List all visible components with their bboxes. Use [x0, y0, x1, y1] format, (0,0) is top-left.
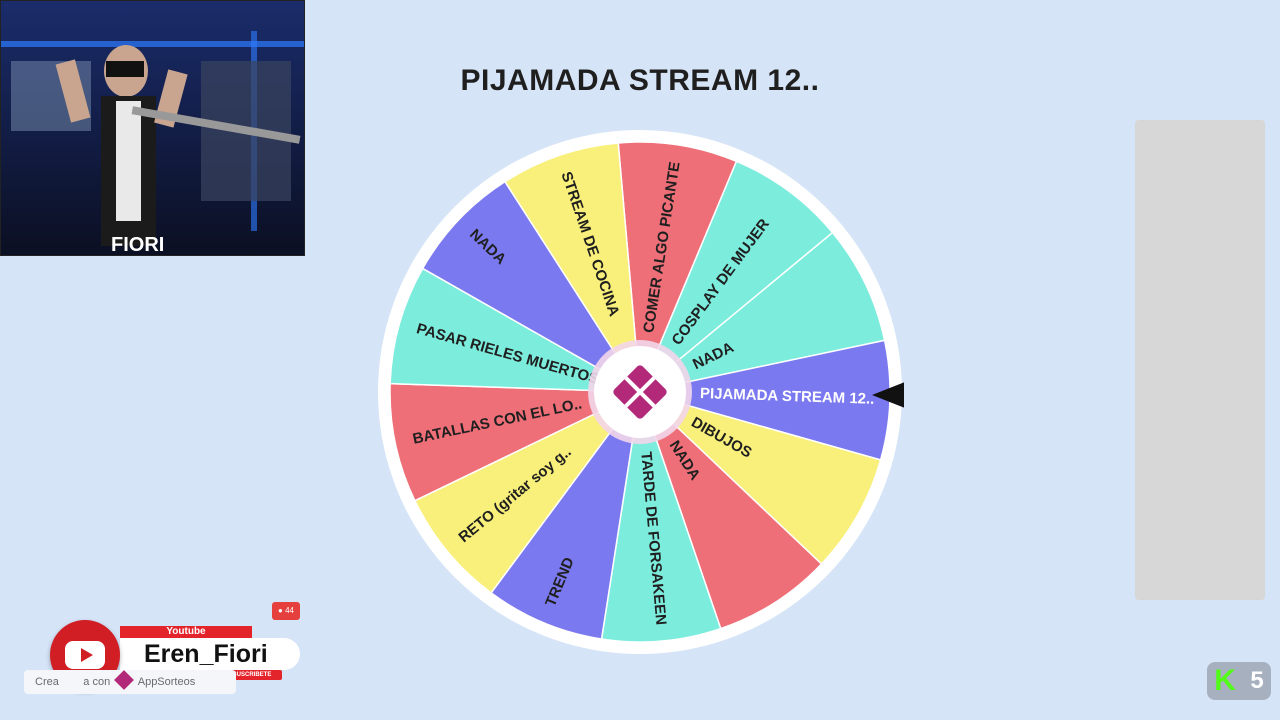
made-with-prefix: Crea — [35, 676, 59, 688]
rim-dot — [821, 563, 828, 570]
rim-dot — [416, 263, 423, 270]
kick-count: 5 — [1250, 667, 1264, 694]
rim-dot — [485, 593, 492, 600]
wheel-segment[interactable] — [639, 391, 823, 630]
wheel-segment[interactable] — [421, 180, 641, 393]
rim-dot — [832, 227, 839, 234]
webcam-feed: FIORI — [0, 0, 305, 256]
rim-dot — [885, 336, 892, 343]
rim-dot — [499, 175, 506, 182]
wheel-segment[interactable] — [413, 391, 641, 594]
wheel-segment[interactable] — [389, 382, 641, 502]
rim-dot — [597, 639, 604, 646]
platform-label: Youtube — [120, 626, 252, 638]
wheel-segment[interactable] — [503, 142, 641, 393]
user-icon: ● — [278, 606, 283, 615]
made-with-middle: a con — [83, 676, 111, 688]
made-with-appsorteos[interactable]: Crea a con AppSorteos — [24, 670, 236, 694]
wheel-segment-label: PIJAMADA STREAM 12.. — [700, 385, 875, 408]
kick-logo-icon: K — [1214, 664, 1236, 697]
viewer-count-badge: ● 44 — [272, 602, 300, 620]
wheel-segment[interactable] — [617, 141, 738, 393]
viewer-count: 44 — [285, 606, 294, 615]
rim-dot — [881, 458, 888, 465]
wheel-segment[interactable] — [639, 391, 882, 566]
wheel-segment[interactable] — [490, 391, 641, 640]
wheel-segment[interactable] — [639, 231, 886, 393]
channel-name: Eren_Fiori — [120, 638, 300, 670]
wheel-title: PIJAMADA STREAM 12.. — [460, 64, 820, 97]
wheel-segment[interactable] — [639, 160, 834, 393]
wheel-segment[interactable] — [389, 267, 641, 393]
appsorteos-center-icon — [613, 365, 667, 419]
kick-badge: K 5 — [1207, 662, 1271, 700]
wheel-segment[interactable] — [600, 391, 722, 643]
subscribe-label: SUSCRIBETE — [222, 670, 282, 680]
rim-dot — [383, 380, 390, 387]
webcam-caption: FIORI — [111, 234, 164, 256]
appsorteos-logo-icon — [114, 670, 135, 690]
rim-dot — [614, 135, 621, 142]
rim-dot — [408, 499, 415, 506]
side-panel — [1135, 120, 1265, 600]
rim-dot — [734, 154, 741, 161]
made-with-brand: AppSorteos — [137, 676, 196, 688]
rim-dot — [719, 629, 726, 636]
